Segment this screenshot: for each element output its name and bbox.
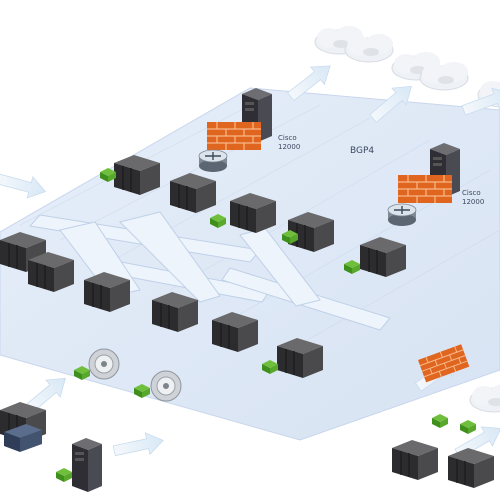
- router-icon: [387, 203, 417, 227]
- storage-disc-icon: [88, 348, 120, 380]
- router-model-line1: Cisco: [278, 134, 297, 142]
- server-icon: [27, 251, 75, 293]
- server-icon: [276, 337, 324, 379]
- server-icon: [83, 271, 131, 313]
- server-icon: [391, 439, 439, 481]
- firewall-router-cluster-2: Cisco 12000: [387, 143, 484, 227]
- storage-disc-icon: [150, 370, 182, 402]
- arrow-icon: [0, 167, 49, 203]
- firewall-icon: [397, 174, 453, 204]
- backbone-network: [29, 211, 391, 331]
- server-icon: [151, 291, 199, 333]
- workstation-icon: [460, 420, 476, 434]
- firewall-icon: [206, 121, 262, 151]
- router-model-line2: 12000: [462, 198, 484, 206]
- cloud-icon: [344, 33, 394, 63]
- server-icon: [287, 211, 335, 253]
- cloud-icon: [469, 383, 500, 413]
- cloud-icon: [419, 61, 469, 91]
- server-icon: [72, 438, 102, 492]
- workstation-icon: [432, 414, 448, 428]
- router-icon: [198, 149, 228, 173]
- server-icon: [359, 236, 407, 278]
- server-icon: [229, 192, 277, 234]
- server-icon: [211, 311, 259, 353]
- arrow-icon: [111, 429, 166, 462]
- workstation-icon: [56, 468, 72, 482]
- router-model-line2: 12000: [278, 143, 300, 151]
- switch-icon: [4, 424, 42, 452]
- server-icon: [169, 172, 217, 214]
- server-icon: [113, 154, 161, 196]
- bgp4-label: BGP4: [350, 146, 374, 156]
- firewall-router-cluster-1: Cisco 12000: [198, 88, 300, 173]
- server-icon: [447, 447, 495, 489]
- router-model-line1: Cisco: [462, 189, 481, 197]
